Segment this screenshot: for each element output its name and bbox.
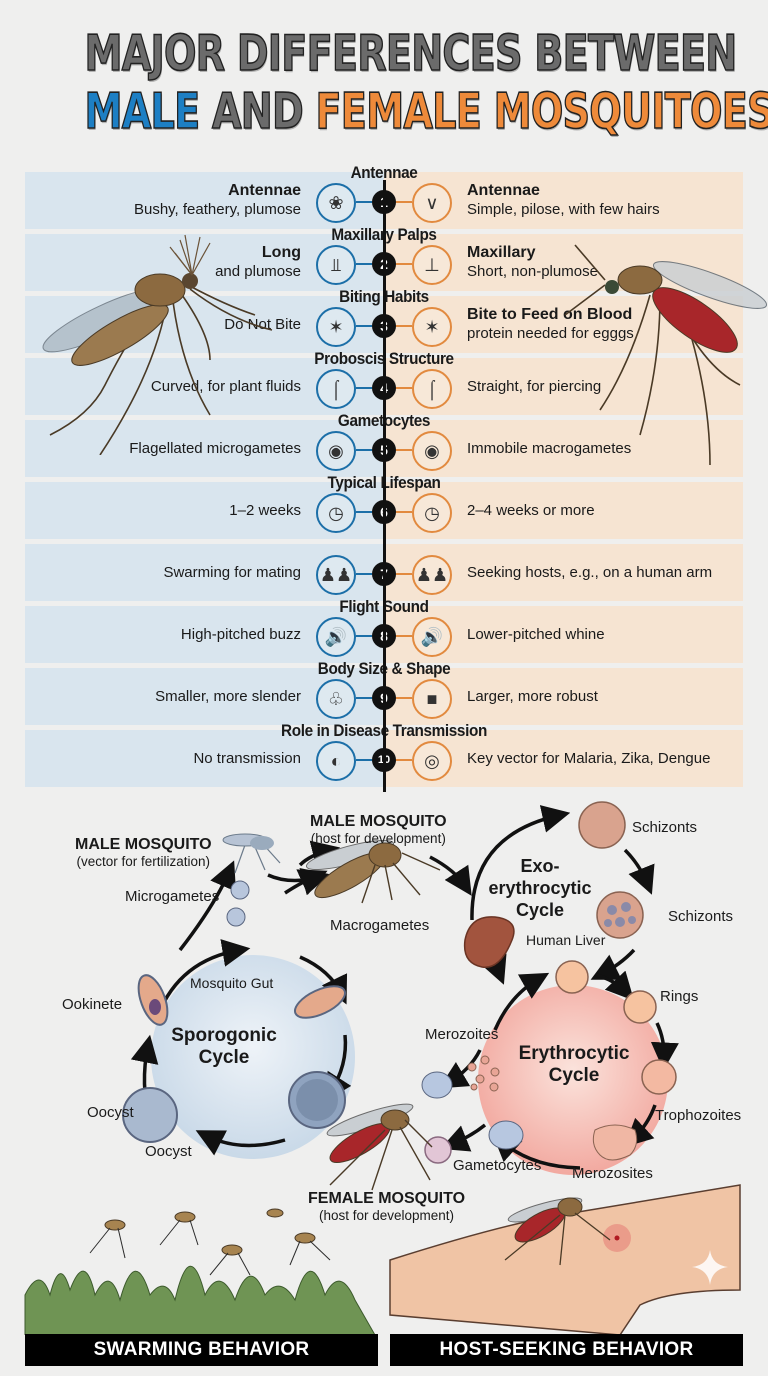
label-human-liver: Human Liver <box>526 932 606 948</box>
female-proboscis-icon: ⌠ <box>412 369 452 409</box>
label-trophozoites: Trophozoites <box>655 1107 742 1124</box>
label-gametocytes: Gametocytes <box>453 1157 542 1174</box>
male-connector <box>356 759 372 761</box>
male-description: Swarming for mating <box>163 564 301 581</box>
male-connector <box>356 511 372 513</box>
female-people-icon: ♟♟ <box>412 555 452 595</box>
male-description: No transmission <box>193 750 301 767</box>
male-antennae-icon: ❀ <box>316 183 356 223</box>
male-connector <box>356 263 372 265</box>
male-description: Smaller, more slender <box>155 688 301 705</box>
male-connector <box>356 697 372 699</box>
title: MAJOR DIFFERENCES BETWEEN MALE AND FEMAL… <box>0 24 768 141</box>
comparison-row: ❀∨1AntennaeAntennaeBushy, feathery, plum… <box>25 163 743 229</box>
male-description: Curved, for plant fluids <box>150 378 301 395</box>
male-description: Do Not Bite <box>224 316 301 333</box>
female-description: Seeking hosts, e.g., on a human arm <box>467 564 713 581</box>
male-gametocyte-cells-icon: ◉ <box>316 431 356 471</box>
female-parasite-cell-icon: ◎ <box>412 741 452 781</box>
lifecycle-diagram-graphics <box>24 801 741 1335</box>
label-rings: Rings <box>660 988 699 1005</box>
erythrocytic-cycle-title: Erythrocytic Cycle <box>518 1043 630 1086</box>
male-clock-icon: ◷ <box>316 493 356 533</box>
male-description: Flagellated microgametes <box>129 440 301 457</box>
title-and: AND <box>211 82 304 141</box>
male-connector <box>356 325 372 327</box>
center-spine <box>383 180 386 792</box>
female-connector <box>396 697 412 699</box>
female-host-label: FEMALE MOSQUITO (host for development) <box>308 1190 466 1223</box>
male-speaker-icon: 🔊 <box>316 617 356 657</box>
male-palps-icon: ⫫ <box>316 245 356 285</box>
female-clock-icon: ◷ <box>412 493 452 533</box>
female-palps-icon: ⊥ <box>412 245 452 285</box>
female-connector <box>396 635 412 637</box>
comparison-table: ❀∨1AntennaeAntennaeBushy, feathery, plum… <box>25 163 743 792</box>
swarming-behavior-banner: SWARMING BEHAVIOR <box>25 1334 378 1366</box>
label-merozoites: Merozoites <box>425 1026 499 1043</box>
female-description: Immobile macrogametes <box>467 440 632 457</box>
title-female: FEMALE MOSQUITOES <box>315 82 768 141</box>
female-connector <box>396 325 412 327</box>
female-description: Key vector for Malaria, Zika, Dengue <box>467 750 711 767</box>
male-description: 1–2 weeks <box>229 502 301 519</box>
female-proboscis-bite-icon: ✶ <box>412 307 452 347</box>
male-connector <box>356 635 372 637</box>
label-schizonts-2: Schizonts <box>668 908 734 925</box>
female-connector <box>396 759 412 761</box>
male-proboscis-bite-icon: ✶ <box>316 307 356 347</box>
female-connector <box>396 201 412 203</box>
male-connector <box>356 573 372 575</box>
female-connector <box>396 263 412 265</box>
title-line-1: MAJOR DIFFERENCES BETWEEN <box>84 24 738 83</box>
label-oocyst-2: Oocyst <box>145 1143 192 1160</box>
female-connector <box>396 449 412 451</box>
male-connector <box>356 387 372 389</box>
female-description: Larger, more robust <box>467 688 598 705</box>
sporogonic-cycle-title: Sporogonic Cycle <box>171 1025 277 1068</box>
female-gametocyte-cells-icon: ◉ <box>412 431 452 471</box>
label-macrogametes: Macrogametes <box>330 917 430 934</box>
male-connector <box>356 201 372 203</box>
female-connector <box>396 511 412 513</box>
title-male: MALE <box>84 82 201 141</box>
male-description: High-pitched buzz <box>180 626 301 643</box>
male-proboscis-icon: ⌠ <box>316 369 356 409</box>
female-description: 2–4 weeks or more <box>467 502 595 519</box>
female-antennae-icon: ∨ <box>412 183 452 223</box>
male-people-icon: ♟♟ <box>316 555 356 595</box>
female-body-shape-icon: ■ <box>412 679 452 719</box>
label-mosquito-gut: Mosquito Gut <box>190 975 274 991</box>
title-line-2: MALE AND FEMALE MOSQUITOES <box>84 82 768 141</box>
male-vector-label: MALE MOSQUITO (vector for fertilization) <box>75 836 212 869</box>
host-seeking-behavior-banner: HOST-SEEKING BEHAVIOR <box>390 1334 743 1366</box>
female-description: Lower-pitched whine <box>467 626 605 643</box>
label-ookinete: Ookinete <box>62 996 123 1013</box>
label-merozosites: Merozosites <box>572 1165 653 1182</box>
label-oocyst-1: Oocyst <box>87 1104 134 1121</box>
male-host-label: MALE MOSQUITO (host for development) <box>310 813 447 846</box>
female-connector <box>396 387 412 389</box>
label-microgametes: Microgametes <box>125 888 220 905</box>
female-description: Straight, for piercing <box>467 378 602 395</box>
label-schizonts-1: Schizonts <box>632 819 698 836</box>
male-body-shape-icon: ♧ <box>316 679 356 719</box>
female-speaker-icon: 🔊 <box>412 617 452 657</box>
row-title: Antennae <box>350 163 418 182</box>
male-connector <box>356 449 372 451</box>
female-connector <box>396 573 412 575</box>
male-parasite-cell-icon: ◐ <box>316 741 356 781</box>
exo-erythrocytic-cycle-title: Exo- erythrocytic Cycle <box>488 856 592 920</box>
